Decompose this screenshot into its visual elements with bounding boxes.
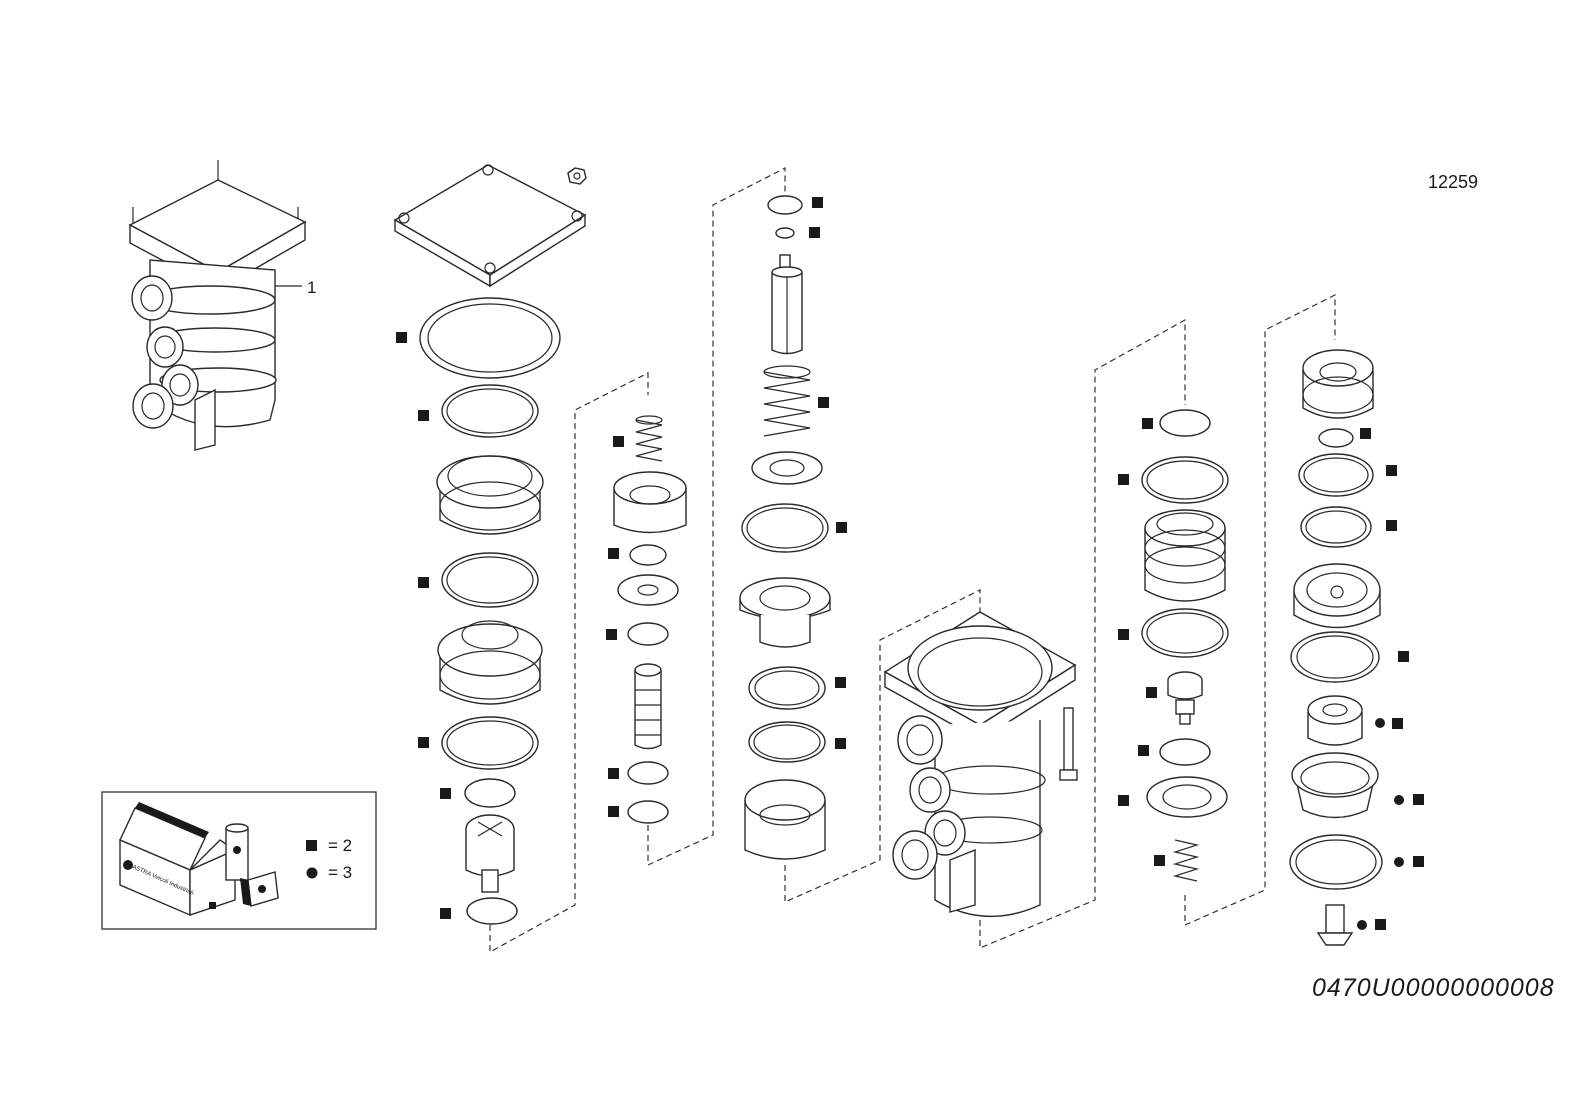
column-a-parts xyxy=(393,164,649,954)
legend-square-marker xyxy=(306,840,317,851)
column-c-parts xyxy=(739,195,981,903)
column-b-parts xyxy=(613,167,786,866)
part-code: 0470U00000000008 xyxy=(1312,974,1555,1002)
column-c-markers xyxy=(809,197,847,749)
legend-dot-marker xyxy=(306,867,318,879)
legend-dot-label: = 3 xyxy=(328,863,352,882)
column-b-markers xyxy=(606,436,624,817)
legend-box: ASTRA Veicoli Industriali = 2 = 3 xyxy=(101,791,377,930)
column-e-markers xyxy=(1357,428,1424,930)
callout-1: 1 xyxy=(307,278,316,297)
drawing-number: 12259 xyxy=(1428,172,1478,192)
column-d-parts xyxy=(1141,294,1336,926)
column-e-parts xyxy=(1289,349,1383,946)
legend-square-label: = 2 xyxy=(328,836,352,855)
column-d-markers xyxy=(1118,418,1165,866)
column-a-markers xyxy=(396,332,451,919)
valve-body xyxy=(883,318,1186,949)
assembled-valve xyxy=(128,160,307,451)
